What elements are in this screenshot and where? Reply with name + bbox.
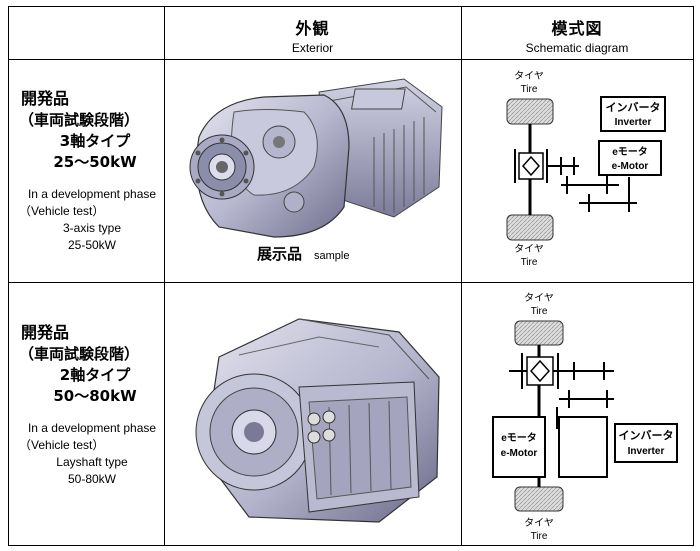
inverter-box xyxy=(600,96,666,132)
tire-top-label-en: Tire xyxy=(521,84,538,95)
tire-bottom-label-en: Tire xyxy=(531,531,548,542)
tire-bottom-label-jp: タイヤ xyxy=(514,243,544,255)
header-divider xyxy=(9,59,693,60)
motor-label-jp: eモータ xyxy=(612,146,648,158)
inverter-label-en: Inverter xyxy=(628,446,665,457)
column-divider xyxy=(461,7,462,545)
tire-top-label-jp: タイヤ xyxy=(524,292,554,304)
spec-3axis: 開発品 （車両試験段階） 3軸タイプ 25～50kW In a developm… xyxy=(17,85,167,254)
exterior-header: 外観 Exterior xyxy=(164,7,461,59)
caption-jp: 展示品 xyxy=(257,245,303,263)
schematic-header: 模式図 Schematic diagram xyxy=(461,7,693,59)
caption-en: sample xyxy=(314,250,350,262)
tire-top-label-jp: タイヤ xyxy=(514,70,544,82)
exterior-caption: 展示品 sample xyxy=(257,243,349,264)
spec-status-jp: 開発品 xyxy=(21,89,70,108)
spec-type-en: Layshaft type xyxy=(56,455,128,469)
inverter-label-jp: インバータ xyxy=(606,101,661,114)
spec-power-en: 50-80kW xyxy=(67,472,117,486)
spec-type-jp: 2軸タイプ xyxy=(59,366,131,384)
tire-bottom-label-jp: タイヤ xyxy=(524,517,554,529)
inverter-label-en: Inverter xyxy=(615,117,652,128)
inverter-label-jp: インバータ xyxy=(619,429,674,442)
schematic-header-jp: 模式図 xyxy=(551,19,603,38)
gearbox-3axis-image xyxy=(189,78,443,238)
tire-bottom xyxy=(514,486,564,512)
tire-bottom-label-en: Tire xyxy=(521,257,538,268)
column-divider xyxy=(164,7,165,545)
comparison-table: 外観 Exterior 模式図 Schematic diagram 開発品 （車… xyxy=(8,6,694,546)
schematic-3axis-diagram: タイヤ Tire タイヤ Tire インバータ Inverter eモータ e-… xyxy=(506,70,666,268)
motor-label-jp: eモータ xyxy=(501,432,537,444)
spec-power-en: 25-50kW xyxy=(67,238,117,252)
spec-phase-jp: （車両試験段階） xyxy=(19,111,140,129)
spec-status-en: In a development phase xyxy=(27,187,157,201)
inverter-box xyxy=(614,423,678,463)
motor-label-en: e-Motor xyxy=(501,448,538,459)
schematic-layshaft-diagram: タイヤ Tire タイヤ Tire eモータ e-Motor インバータ Inv… xyxy=(492,292,678,542)
tire-top xyxy=(506,98,554,125)
motor-label-en: e-Motor xyxy=(612,161,649,172)
spec-phase-en: （Vehicle test） xyxy=(19,438,105,452)
schematic-header-en: Schematic diagram xyxy=(525,41,629,55)
tire-bottom xyxy=(506,214,554,241)
spec-power-jp: 50～80kW xyxy=(53,387,137,405)
spec-phase-jp: （車両試験段階） xyxy=(19,345,140,363)
spec-layshaft: 開発品 （車両試験段階） 2軸タイプ 50～80kW In a developm… xyxy=(17,319,167,488)
exterior-header-en: Exterior xyxy=(291,41,334,55)
gear-case-box xyxy=(558,416,608,478)
spec-type-jp: 3軸タイプ xyxy=(59,132,131,150)
spec-power-jp: 25～50kW xyxy=(53,153,137,171)
spec-phase-en: （Vehicle test） xyxy=(19,204,105,218)
gearbox-layshaft-image xyxy=(195,318,440,523)
spec-type-en: 3-axis type xyxy=(62,221,122,235)
exterior-header-jp: 外観 xyxy=(295,19,330,38)
motor-box xyxy=(492,416,546,478)
tire-top xyxy=(514,320,564,346)
motor-box xyxy=(598,140,662,176)
tire-top-label-en: Tire xyxy=(531,306,548,317)
spec-status-jp: 開発品 xyxy=(21,323,70,342)
row-divider xyxy=(9,282,693,283)
spec-status-en: In a development phase xyxy=(27,421,157,435)
